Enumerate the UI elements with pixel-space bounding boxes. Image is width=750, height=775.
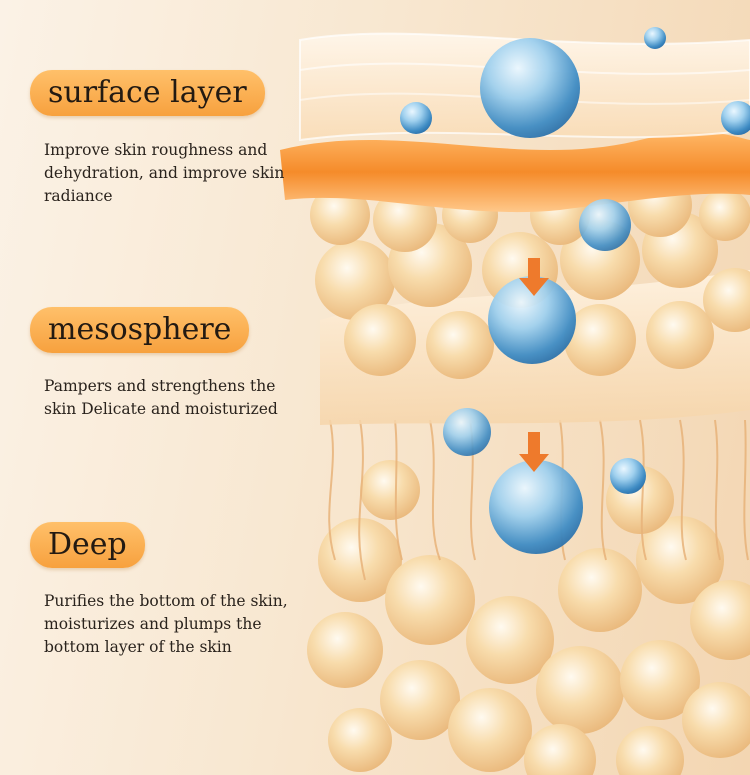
surface-orange-band (280, 132, 750, 213)
mesosphere-description: Pampers and strengthens the skin Delicat… (44, 377, 278, 418)
water-drop-icon (400, 27, 750, 554)
deep-layer-description: Purifies the bottom of the skin, moistur… (44, 592, 288, 656)
deep-layer-cells (307, 460, 750, 775)
mesosphere-label: mesosphere (30, 307, 250, 353)
deep-layer-label: Deep (30, 522, 145, 568)
surface-layer-label: surface layer (30, 70, 265, 116)
surface-layer-description: Improve skin roughness and dehydration, … (44, 141, 285, 205)
down-arrow-icon (519, 258, 549, 472)
